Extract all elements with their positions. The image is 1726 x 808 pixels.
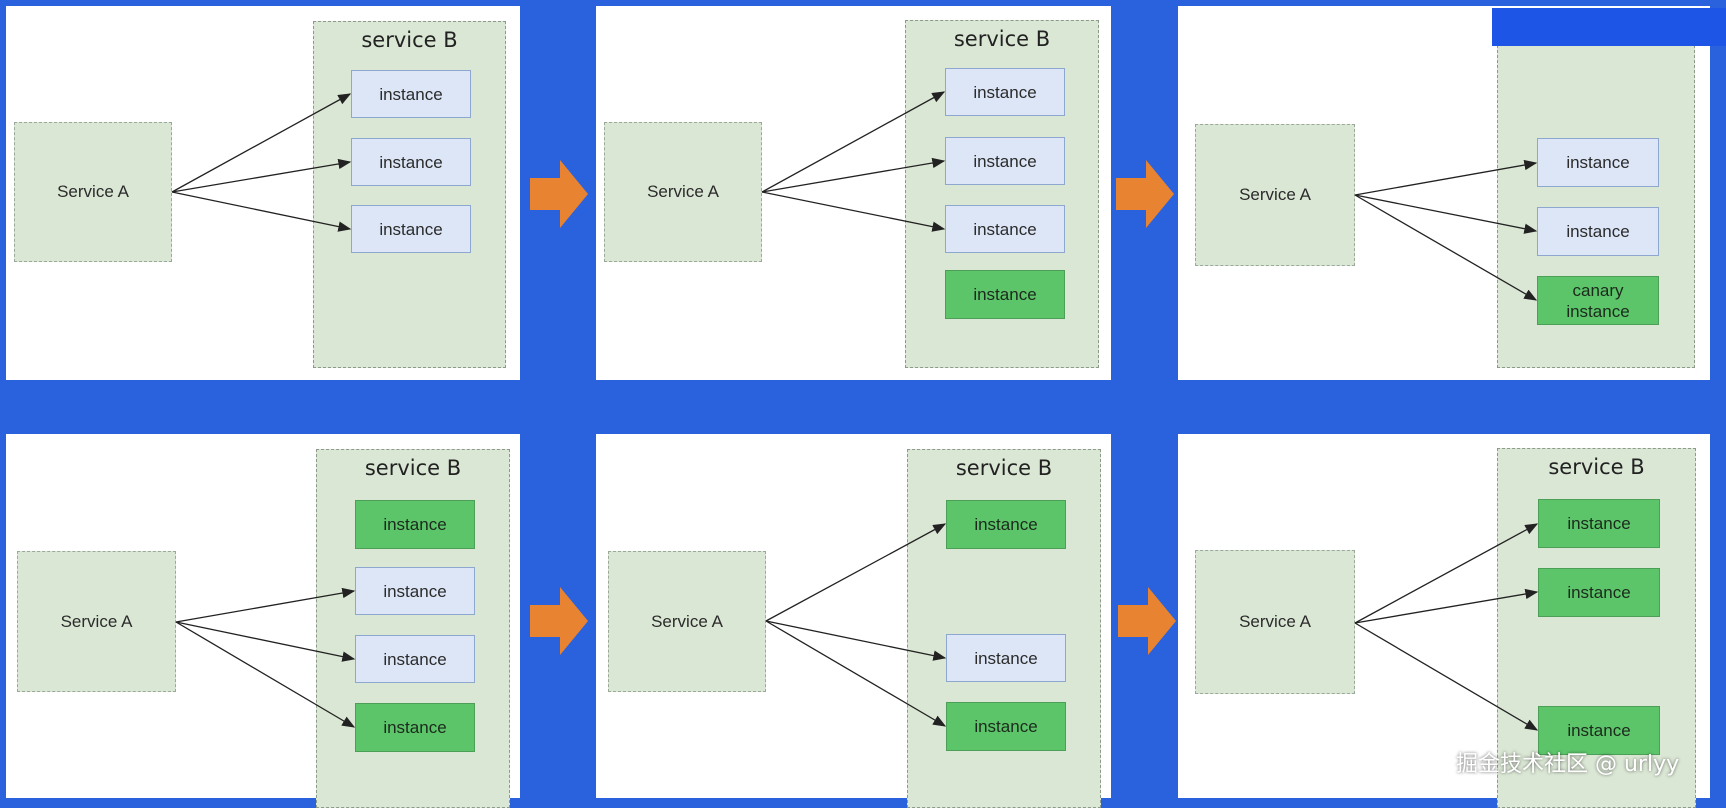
instance-new: instance	[946, 702, 1066, 751]
traffic-arrow	[761, 91, 946, 193]
service-a-label: Service A	[1239, 185, 1311, 204]
traffic-arrow	[1354, 622, 1539, 731]
service-b-title: service B	[955, 456, 1053, 480]
traffic-arrow	[765, 523, 947, 622]
traffic-arrow	[761, 157, 946, 193]
traffic-arrow	[171, 93, 352, 193]
traffic-arrow	[1354, 523, 1539, 624]
step-arrow-right-icon	[530, 587, 588, 655]
traffic-arrow	[171, 158, 352, 193]
instance-label: instance	[379, 84, 443, 104]
overlay-bar	[1492, 8, 1726, 46]
traffic-arrow	[171, 191, 352, 232]
instance-old: instance	[945, 68, 1065, 116]
service-a-label: Service A	[1239, 612, 1311, 631]
instance-label: instance	[379, 219, 443, 239]
step-arrow-right-icon	[1118, 587, 1176, 655]
service-a-label: Service A	[57, 182, 129, 201]
instance-label: instance	[383, 718, 447, 737]
instance-old: instance	[945, 137, 1065, 185]
service-a-box: Service A	[1195, 124, 1355, 266]
step-arrow-right-icon	[530, 160, 588, 228]
service-a-box: Service A	[608, 551, 766, 692]
instance-label: instance	[1566, 153, 1630, 172]
instance-new: instance	[1538, 568, 1660, 617]
canary-label: canary	[1572, 280, 1624, 300]
service-b-title: service B	[953, 27, 1051, 51]
service-a-label: Service A	[647, 182, 719, 201]
instance-old: instance	[351, 205, 471, 253]
instance-old: instance	[355, 635, 475, 683]
service-a-box: Service A	[14, 122, 172, 262]
canary-instance-label: instance	[1566, 301, 1630, 321]
traffic-arrows	[171, 93, 352, 232]
step-arrow-right-icon	[1116, 160, 1174, 228]
service-a-label: Service A	[651, 611, 723, 631]
instance-new: instance	[1538, 706, 1660, 755]
instance-new: instance	[945, 270, 1065, 319]
traffic-arrows	[175, 587, 356, 728]
service-b-box: service B	[313, 21, 506, 368]
instance-label: instance	[1567, 721, 1631, 740]
traffic-arrows	[1354, 523, 1539, 731]
traffic-arrow	[765, 620, 947, 727]
instance-new: instance	[946, 500, 1066, 549]
canary-instance: canary instance	[1537, 276, 1659, 325]
instance-label: instance	[383, 649, 447, 669]
instance-old: instance	[945, 205, 1065, 253]
instance-old: instance	[351, 70, 471, 118]
service-a-box: Service A	[17, 551, 176, 692]
traffic-arrows	[1354, 159, 1538, 301]
instance-label: instance	[973, 82, 1037, 102]
service-b-title: service B	[364, 456, 462, 480]
instance-label: instance	[974, 515, 1038, 534]
traffic-arrows	[761, 91, 946, 232]
instance-label: instance	[383, 515, 447, 534]
instance-label: instance	[973, 219, 1037, 239]
instance-old: instance	[1537, 138, 1659, 187]
service-a-box: Service A	[1195, 550, 1355, 694]
panel-step-5: Service A service B instance instance in…	[596, 434, 1111, 808]
watermark: 掘金技术社区 @ urlyy	[1456, 752, 1680, 777]
instance-label: instance	[973, 285, 1037, 304]
service-b-title: service B	[361, 28, 458, 52]
instance-new: instance	[355, 703, 475, 752]
service-a-box: Service A	[604, 122, 762, 262]
instance-new: instance	[1538, 499, 1660, 548]
panel-step-1: Service A service B instance instance in…	[6, 6, 520, 380]
instance-new: instance	[355, 500, 475, 549]
panel-step-4: Service A service B instance instance in…	[6, 434, 520, 808]
service-b-title: service B	[1548, 455, 1645, 479]
service-a-label: Service A	[60, 611, 133, 631]
traffic-arrow	[175, 621, 356, 662]
instance-label: instance	[1567, 514, 1631, 533]
traffic-arrow	[175, 587, 356, 623]
instance-label: instance	[974, 648, 1038, 668]
instance-label: instance	[383, 581, 447, 601]
instance-old: instance	[355, 567, 475, 615]
instance-label: instance	[379, 152, 443, 172]
instance-label: instance	[973, 151, 1037, 171]
traffic-arrow	[1354, 194, 1538, 234]
instance-label: instance	[1567, 583, 1631, 602]
panel-step-2: Service A service B instance instance in…	[596, 6, 1111, 380]
instance-old: instance	[1537, 207, 1659, 256]
instance-label: instance	[974, 717, 1038, 736]
traffic-arrow	[1354, 588, 1539, 624]
instance-label: instance	[1566, 222, 1630, 241]
instance-old: instance	[351, 138, 471, 186]
traffic-arrow	[765, 620, 947, 661]
traffic-arrow	[175, 621, 356, 728]
traffic-arrow	[761, 191, 946, 232]
traffic-arrow	[1354, 194, 1538, 301]
traffic-arrows	[765, 523, 947, 727]
instance-old: instance	[946, 634, 1066, 682]
panel-step-3: Service A instance instance canary insta…	[1178, 6, 1710, 380]
panel-step-6: Service A service B instance instance in…	[1178, 434, 1710, 808]
traffic-arrow	[1354, 159, 1538, 196]
